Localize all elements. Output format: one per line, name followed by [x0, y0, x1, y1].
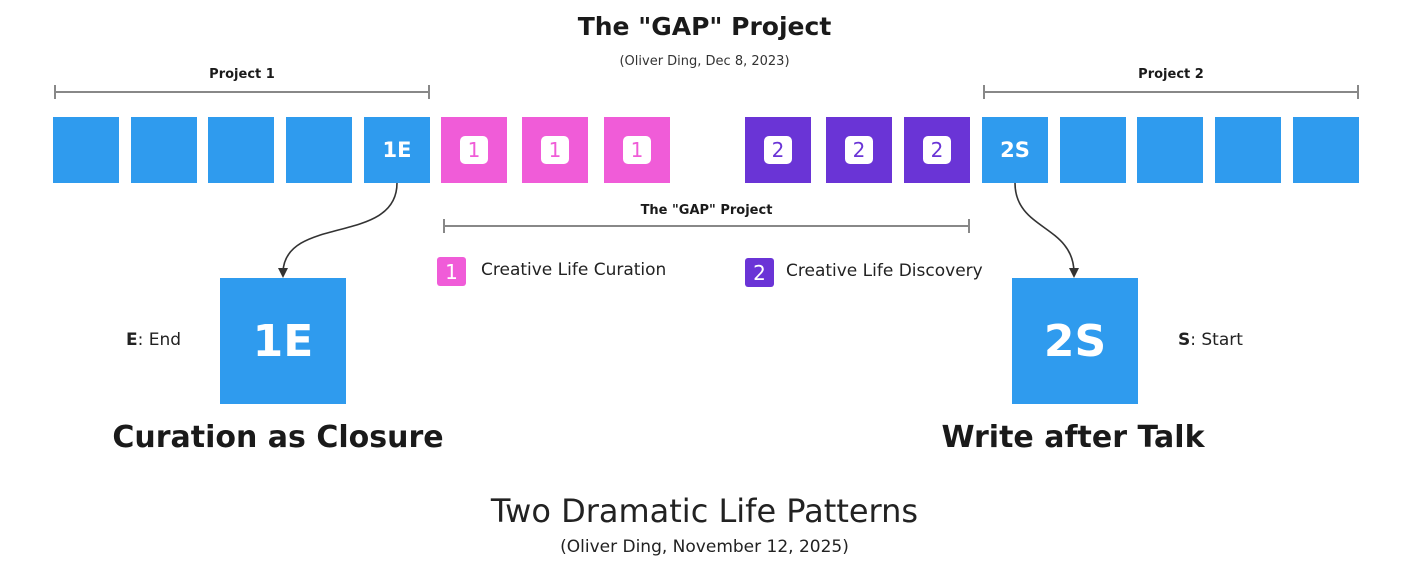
gap-project-label: The "GAP" Project — [640, 203, 773, 218]
discovery-block: 2 — [904, 117, 970, 183]
project-1-block — [286, 117, 352, 183]
end-key-letter: E — [126, 330, 138, 350]
diagram-subtitle: (Oliver Ding, Dec 8, 2023) — [619, 54, 790, 69]
arrow-2s-head — [1069, 268, 1079, 278]
project-1-block — [131, 117, 197, 183]
end-key-text: : End — [137, 330, 182, 350]
arrow-2s-connector — [1014, 182, 1075, 273]
project-2-block — [1060, 117, 1126, 183]
project-1-block — [208, 117, 274, 183]
block-1e: 1E — [364, 117, 430, 183]
gap-range-line — [443, 225, 970, 227]
project-2-block — [1215, 117, 1281, 183]
start-key-text: : Start — [1190, 330, 1243, 350]
project-1-tick-end — [428, 85, 430, 99]
project-2-range-line — [983, 91, 1359, 93]
curation-as-closure-title: Curation as Closure — [112, 420, 444, 455]
big-block-1e: 1E — [220, 278, 346, 404]
diagram-title: The "GAP" Project — [577, 12, 832, 41]
arrow-1e-head — [278, 268, 288, 278]
curation-badge: 1 — [623, 136, 651, 164]
curation-block: 1 — [604, 117, 670, 183]
project-1-block — [53, 117, 119, 183]
block-2s: 2S — [982, 117, 1048, 183]
curation-legend-swatch: 1 — [437, 257, 466, 286]
project-1-label: Project 1 — [209, 67, 275, 82]
discovery-legend-label: Creative Life Discovery — [786, 261, 983, 281]
big-block-2s: 2S — [1012, 278, 1138, 404]
start-key-letter: S — [1178, 330, 1191, 350]
curation-badge: 1 — [541, 136, 569, 164]
curation-legend-label: Creative Life Curation — [481, 260, 667, 280]
end-key-note: E: End — [126, 330, 181, 350]
footer-subtitle: (Oliver Ding, November 12, 2025) — [560, 537, 849, 557]
project-2-tick-start — [983, 85, 985, 99]
project-1-tick-start — [54, 85, 56, 99]
discovery-block: 2 — [826, 117, 892, 183]
project-1-range-line — [54, 91, 430, 93]
project-2-label: Project 2 — [1138, 67, 1204, 82]
discovery-legend-swatch: 2 — [745, 258, 774, 287]
write-after-talk-title: Write after Talk — [941, 420, 1205, 455]
curation-block: 1 — [522, 117, 588, 183]
curation-badge: 1 — [460, 136, 488, 164]
project-2-block — [1293, 117, 1359, 183]
discovery-badge: 2 — [923, 136, 951, 164]
curation-block: 1 — [441, 117, 507, 183]
gap-tick-start — [443, 219, 445, 233]
project-2-block — [1137, 117, 1203, 183]
arrow-1e-connector — [282, 182, 398, 273]
discovery-block: 2 — [745, 117, 811, 183]
project-2-tick-end — [1357, 85, 1359, 99]
gap-tick-end — [968, 219, 970, 233]
footer-title: Two Dramatic Life Patterns — [490, 492, 919, 530]
discovery-badge: 2 — [764, 136, 792, 164]
start-key-note: S: Start — [1178, 330, 1243, 350]
discovery-badge: 2 — [845, 136, 873, 164]
